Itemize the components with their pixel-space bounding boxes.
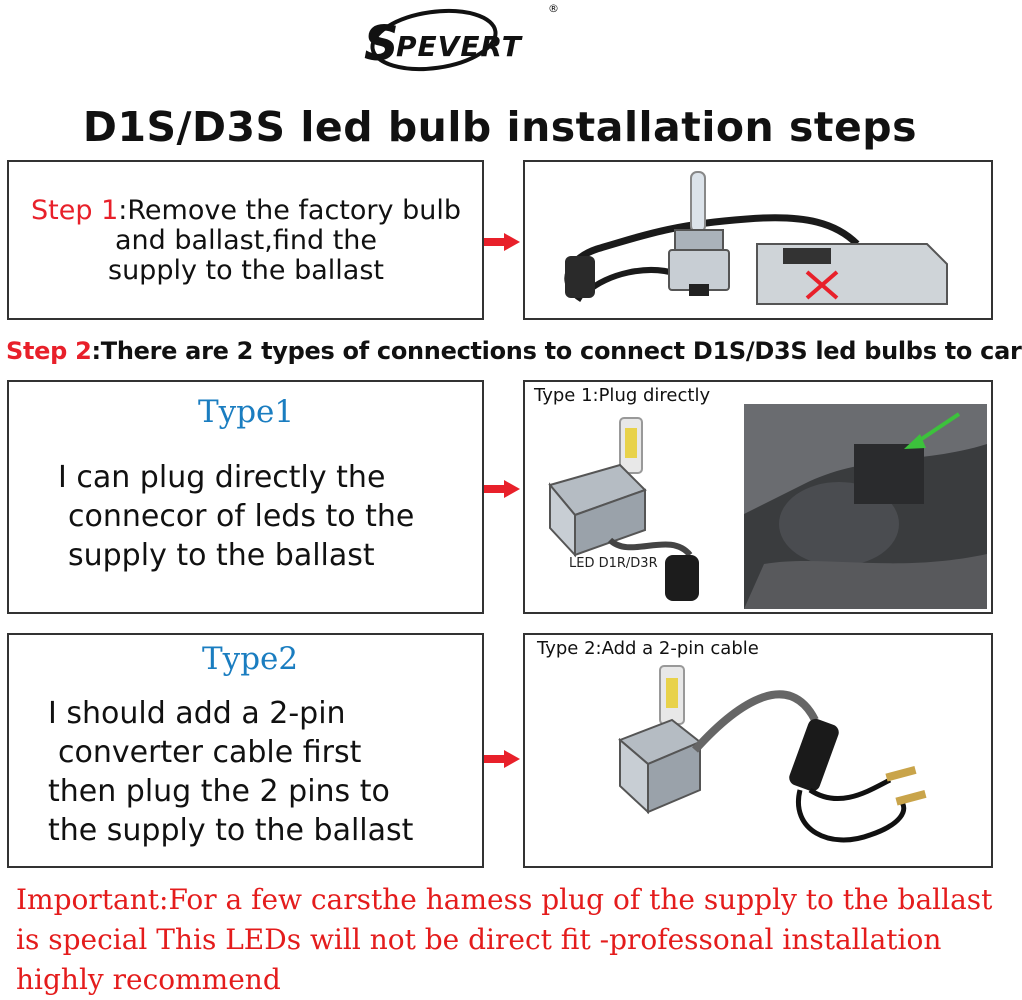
type1-text-box bbox=[7, 380, 484, 614]
svg-text:PEVERT: PEVERT bbox=[396, 30, 523, 63]
type2-line: then plug the 2 pins to bbox=[48, 774, 390, 809]
led-bulb-icon bbox=[548, 417, 699, 601]
arrow-right-icon bbox=[484, 750, 520, 768]
type1-line: supply to the ballast bbox=[68, 538, 375, 573]
engine-bay-photo-icon bbox=[744, 404, 987, 609]
important-line: is special This LEDs will not be direct … bbox=[16, 923, 942, 956]
type2-line: I should add a 2-pin bbox=[48, 696, 346, 731]
step2-text: :There are 2 types of connections to con… bbox=[91, 337, 1022, 365]
type2-text-box bbox=[7, 633, 484, 868]
step2-label: Step 2 bbox=[6, 337, 92, 365]
step1-description: Step 1:Remove the factory bulb and balla… bbox=[10, 196, 482, 286]
type2-description: I should add a 2-pin converter cable fir… bbox=[48, 694, 413, 850]
type2-title: Type2 bbox=[202, 641, 299, 677]
step1-line2: and ballast,find the bbox=[115, 225, 377, 256]
step1-line1: :Remove the factory bulb bbox=[118, 195, 461, 226]
type2-caption: Type 2:Add a 2-pin cable bbox=[537, 638, 759, 659]
led-product-label: LED D1R/D3R bbox=[569, 556, 658, 571]
type2-line: the supply to the ballast bbox=[48, 813, 414, 848]
important-line: highly recommend bbox=[16, 963, 281, 996]
factory-bulb-ballast-photo-icon bbox=[564, 171, 948, 305]
spevert-logo: S PEVERT bbox=[364, 8, 523, 72]
type2-image-box bbox=[523, 633, 993, 868]
type1-line: I can plug directly the bbox=[58, 460, 386, 495]
page-title: D1S/D3S led bulb installation steps bbox=[82, 103, 918, 151]
type2-line: converter cable first bbox=[58, 735, 362, 770]
important-line: Important:For a few carsthe hamess plug … bbox=[16, 883, 993, 916]
arrow-right-icon bbox=[484, 480, 520, 498]
arrow-right-icon bbox=[484, 233, 520, 251]
type1-title: Type1 bbox=[198, 394, 295, 430]
type1-line: connecor of leds to the bbox=[68, 499, 415, 534]
important-notice: Important:For a few carsthe hamess plug … bbox=[16, 880, 996, 1000]
step1-text-box bbox=[7, 160, 484, 320]
registered-mark: ® bbox=[548, 2, 559, 15]
svg-text:S: S bbox=[364, 16, 399, 72]
step1-label: Step 1 bbox=[31, 195, 119, 226]
led-bulb-with-cable-icon bbox=[618, 665, 927, 843]
type1-description: I can plug directly the connecor of leds… bbox=[58, 458, 414, 575]
step1-line3: supply to the ballast bbox=[108, 255, 384, 286]
step2-heading: Step 2:There are 2 types of connections … bbox=[6, 337, 1022, 365]
type1-caption: Type 1:Plug directly bbox=[534, 385, 711, 406]
